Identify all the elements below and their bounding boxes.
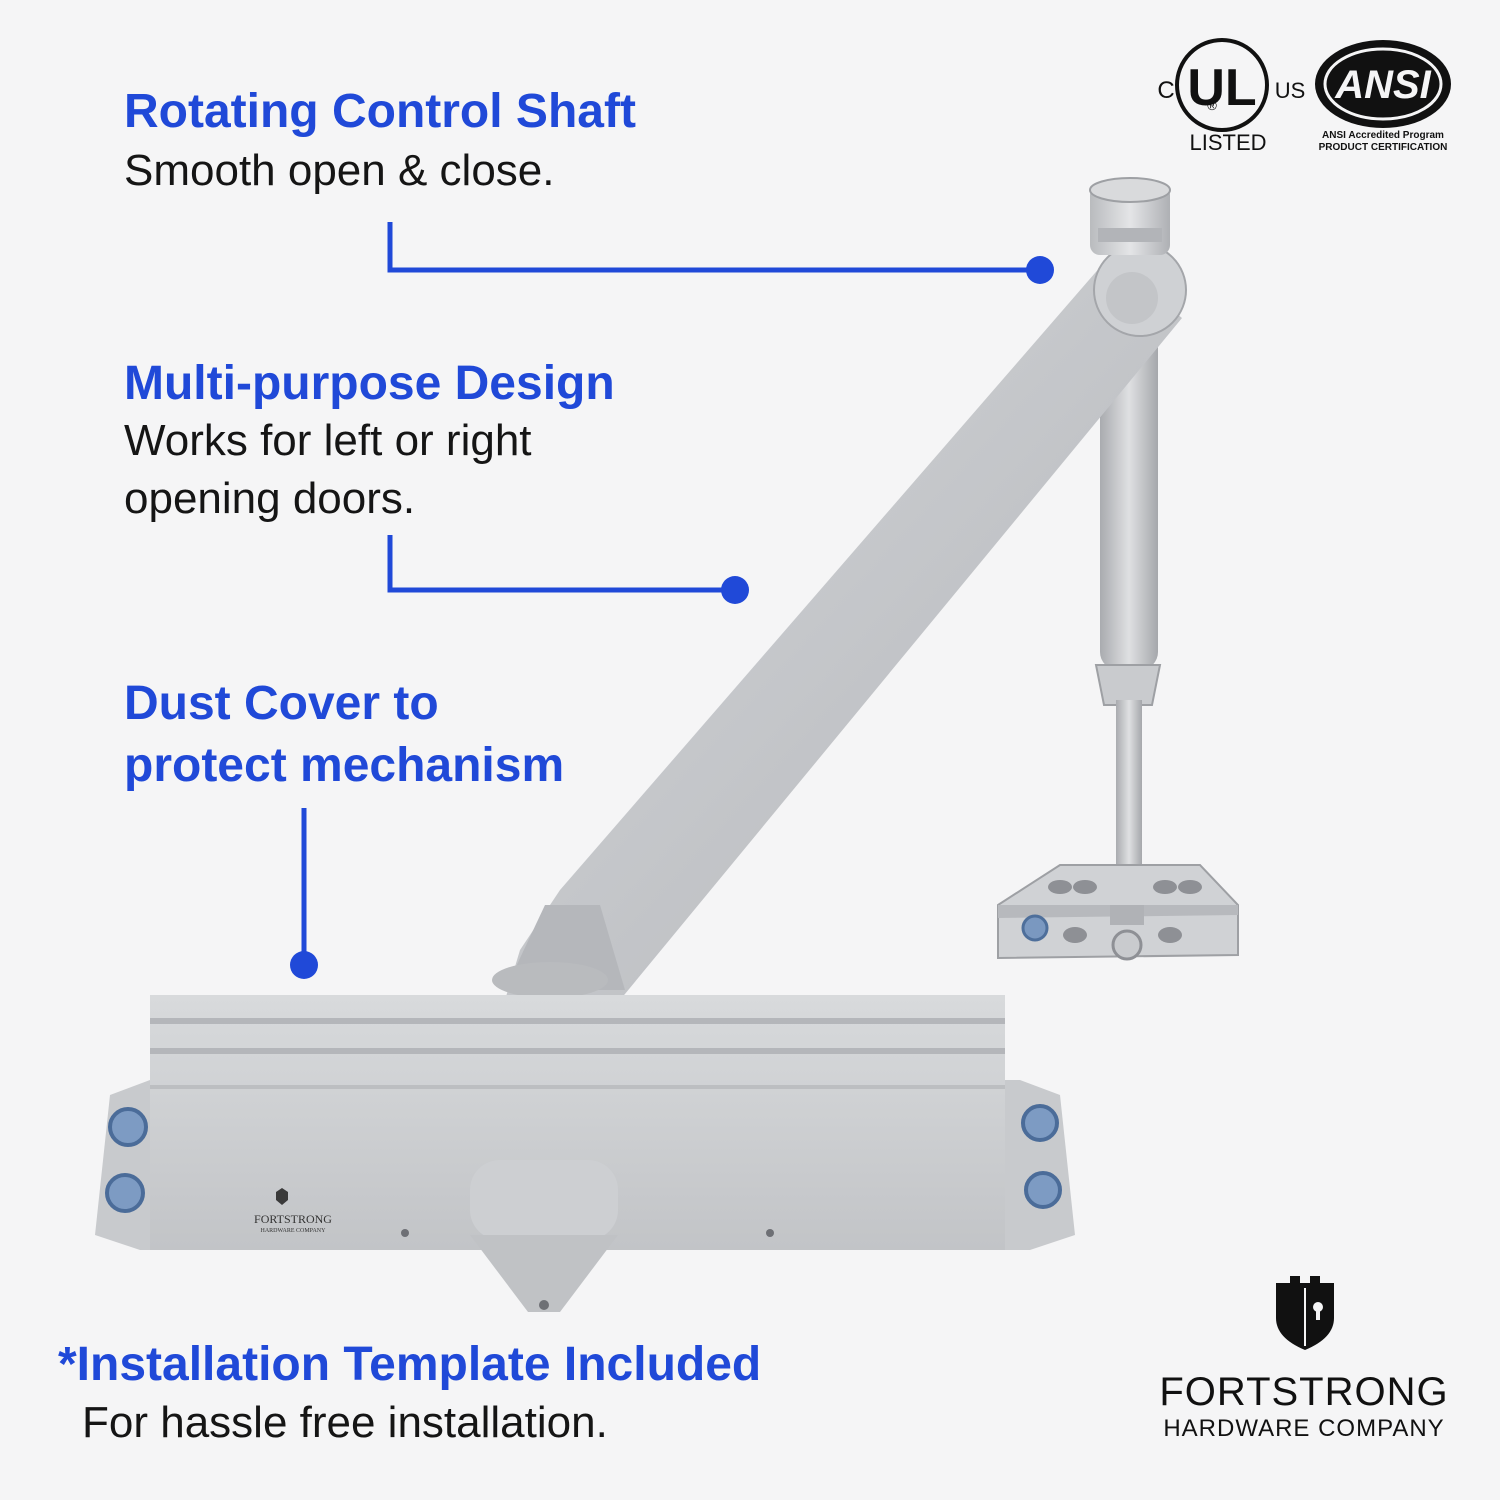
callout-dot-shaft [1026, 256, 1054, 284]
footer-title: *Installation Template Included [58, 1338, 762, 1391]
feature-title-rotating-shaft: Rotating Control Shaft [124, 85, 636, 138]
engraved-brand-name: FORTSTRONG [254, 1212, 332, 1226]
ul-c-text: C [1157, 77, 1174, 104]
ul-listed-text: LISTED [1189, 130, 1266, 155]
ansi-line1-text: ANSI Accredited Program [1322, 130, 1444, 141]
brand-logo: FORTSTRONG HARDWARE COMPANY [1159, 1276, 1448, 1442]
feature-text-rotating-shaft: Smooth open & close. [124, 146, 555, 195]
brand-name: FORTSTRONG [1159, 1370, 1448, 1414]
feature-text-multipurpose-2: opening doors. [124, 474, 416, 523]
brand-subtitle: HARDWARE COMPANY [1163, 1415, 1444, 1442]
callout-dot-design [721, 576, 749, 604]
closer-body: FORTSTRONG HARDWARE COMPANY [95, 995, 1075, 1312]
feature-title-dust-cover-1: Dust Cover to [124, 677, 439, 730]
ansi-line2-text: PRODUCT CERTIFICATION [1319, 142, 1448, 153]
ansi-mark-text: ANSI [1334, 63, 1431, 107]
ul-listed-badge: C UL ® US LISTED [1157, 38, 1306, 155]
main-arm [492, 177, 1187, 1000]
forearm-rod [997, 330, 1239, 961]
engraved-brand-subtitle: HARDWARE COMPANY [261, 1228, 327, 1234]
ul-registered-text: ® [1207, 98, 1217, 113]
feature-text-multipurpose-1: Works for left or right [124, 416, 532, 465]
callout-lines [290, 222, 1054, 979]
callout-dot-cover [290, 951, 318, 979]
callout-line-design [387, 535, 735, 593]
feature-title-multipurpose: Multi-purpose Design [124, 357, 615, 410]
ansi-badge: ANSI ANSI Accredited Program PRODUCT CER… [1315, 40, 1451, 153]
feature-title-dust-cover-2: protect mechanism [124, 739, 565, 792]
footer-text: For hassle free installation. [82, 1398, 608, 1447]
callout-line-shaft [387, 222, 1040, 273]
ul-us-text: US [1275, 78, 1306, 103]
ul-mark-text: UL [1187, 59, 1256, 117]
engraved-shield-icon [276, 1188, 288, 1205]
